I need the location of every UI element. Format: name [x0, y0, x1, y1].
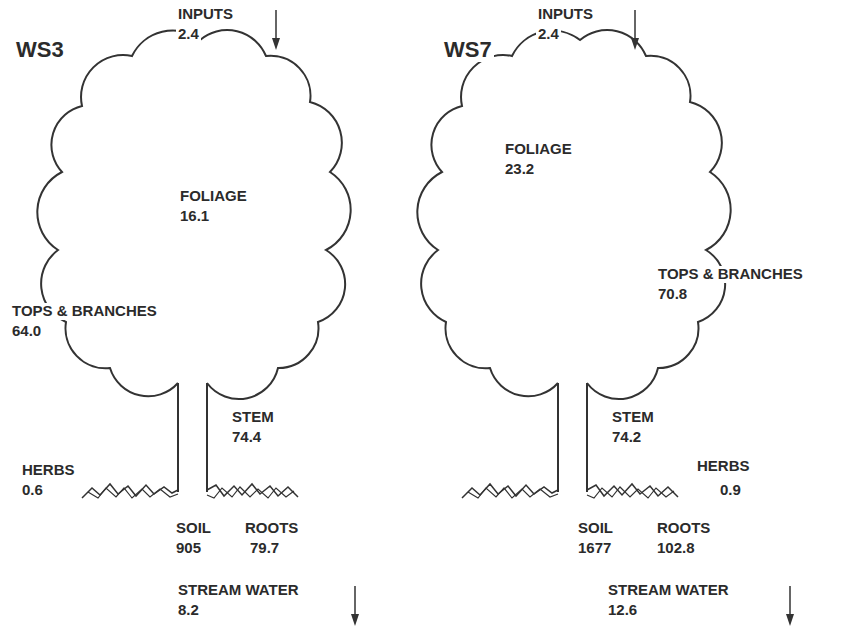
flux-name: STREAM WATER — [606, 582, 731, 599]
pool-value: 64.0 — [10, 323, 43, 340]
pool-value: 1677 — [576, 540, 613, 557]
pool-name: ROOTS — [243, 520, 300, 537]
pool-name: TOPS & BRANCHES — [10, 303, 159, 320]
pool-name: STEM — [230, 409, 276, 426]
pool-name: SOIL — [174, 520, 213, 537]
pool-value: 102.8 — [655, 540, 697, 557]
pool-value: 23.2 — [503, 161, 536, 178]
pool-value: 79.7 — [248, 540, 281, 557]
flux-name: INPUTS — [536, 6, 595, 23]
pool-name: FOLIAGE — [503, 141, 574, 158]
watershed-name: WS3 — [14, 38, 66, 62]
flux-value: 8.2 — [176, 602, 201, 619]
pool-name: FOLIAGE — [178, 188, 249, 205]
pool-value: 74.2 — [610, 429, 643, 446]
pool-value: 0.9 — [718, 482, 743, 499]
pool-name: TOPS & BRANCHES — [656, 266, 805, 283]
pool-name: ROOTS — [655, 520, 712, 537]
flux-value: 12.6 — [606, 602, 639, 619]
pool-name: HERBS — [695, 458, 752, 475]
pool-name: HERBS — [20, 462, 77, 479]
watershed-name: WS7 — [442, 38, 494, 62]
pool-value: 70.8 — [656, 286, 689, 303]
flux-value: 2.4 — [536, 26, 561, 43]
pool-value: 0.6 — [20, 482, 45, 499]
flux-name: STREAM WATER — [176, 582, 301, 599]
pool-value: 74.4 — [230, 429, 263, 446]
pool-value: 905 — [174, 540, 203, 557]
pool-value: 16.1 — [178, 208, 211, 225]
pool-name: STEM — [610, 409, 656, 426]
pool-name: SOIL — [576, 520, 615, 537]
flux-value: 2.4 — [176, 26, 201, 43]
flux-name: INPUTS — [176, 6, 235, 23]
